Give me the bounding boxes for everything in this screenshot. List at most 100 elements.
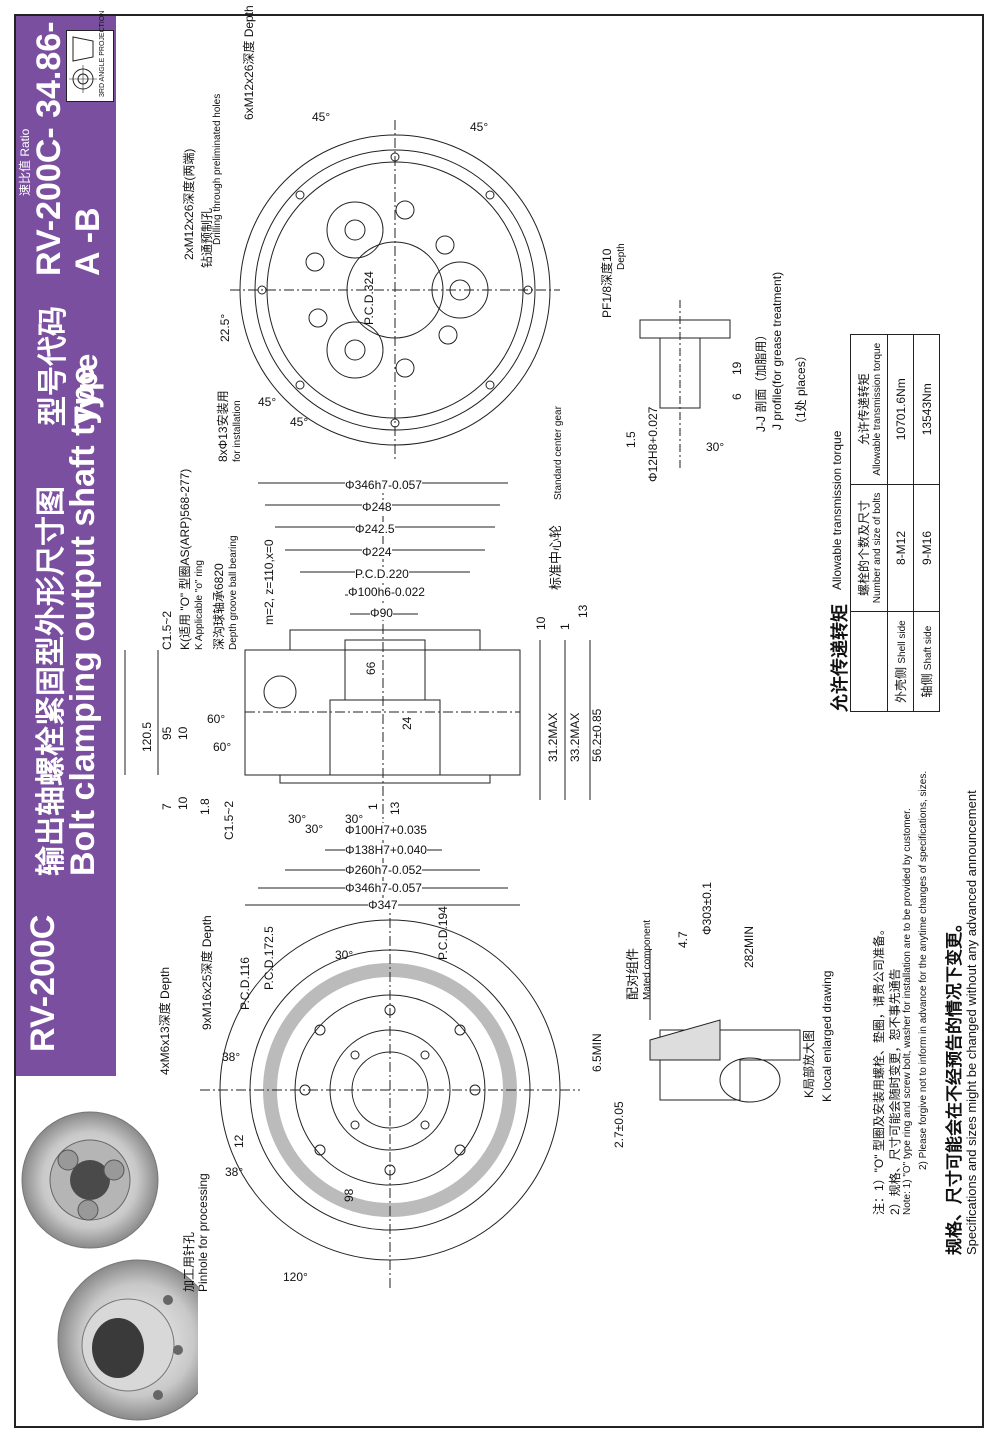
angle-38a: 38° [222,1050,241,1064]
note-1-cn: 注：1）"O" 型圈及安装用螺栓、垫圈，请贵公司准备。 [872,923,886,1215]
dim-30b: 30° [305,822,324,836]
dim-30a: 30° [288,812,307,826]
dim-1205: 120.5 [140,721,154,752]
torque-table-wrapper: 螺栓的个数及尺寸 Number and size of bolts 允许传递转矩… [850,333,940,712]
dim-10c: 10 [176,796,190,810]
dim-7: 7 [160,803,174,810]
angle-45d: 45° [290,415,309,429]
torque-header-torque-cn: 允许传递转矩 [857,373,871,446]
k-enlarged-view [649,950,801,1103]
angle-22: 22.5° [218,313,232,342]
install-en: for installation [232,400,243,462]
angle-45c: 45° [258,395,277,409]
row-side-cn: 轴侧 [920,673,934,698]
angle-38b: 38° [225,1165,244,1179]
pinhole-cn: 加工用针孔 [182,1231,196,1292]
angle-45a: 45° [312,110,331,124]
dim-d224: Φ224 [362,545,392,559]
dim-pcd220: P.C.D.220 [355,567,409,581]
dim-d346b: Φ346h7-0.057 [345,881,422,895]
row-torque: 10701.6Nm [887,334,914,485]
dim-d138: Φ138H7+0.040 [345,843,427,857]
torque-header-torque: 允许传递转矩 Allowable transmission torque [850,334,888,485]
mated-en: Mated component [642,919,653,1000]
label-pcd116: P.C.D.116 [238,957,252,1010]
torque-header-torque-en: Allowable transmission torque [872,342,883,476]
k-d303: Φ303±0.1 [700,882,714,935]
torque-table: 螺栓的个数及尺寸 Number and size of bolts 允许传递转矩… [850,333,940,712]
dim-10a: 10 [176,726,190,740]
row-bolts: 9-M16 [913,484,940,612]
label-holes-cn: 2xM12x26深度(两端) [182,148,196,260]
note-2-cn: 2）规格、尺寸可能会随时变更，恕不事先通告 [888,968,902,1215]
torque-header-bolts-cn: 螺栓的个数及尺寸 [857,499,871,596]
k-title-cn: K局部放大图 [802,1029,816,1098]
label-gear-params: m=2, z=110,x=0 [262,539,276,626]
dim-d260: Φ260h7-0.052 [345,863,422,877]
dim-1b: 1 [366,803,380,810]
jj-6: 6 [730,393,744,400]
angle-30: 30° [335,948,354,962]
pinhole-en: Pinhole for processing [196,1173,210,1292]
product-photo [21,1111,198,1421]
k-title-en: K local enlarged drawing [820,970,834,1102]
jj-pf: PF1/8深度10 [600,248,614,318]
dim-30c: 30° [345,812,364,826]
mated-cn: 配对组件 [625,947,640,1000]
page-frame [14,14,984,1428]
k-65: 6.5MIN [590,1033,604,1072]
row-bolts: 8-M12 [887,484,914,612]
dim-13b: 13 [388,801,402,815]
torque-header-bolts: 螺栓的个数及尺寸 Number and size of bolts [850,484,888,612]
bottom-flange-view [200,900,580,1290]
section-view [124,480,591,906]
table-row: 外壳侧 Shell side 8-M12 10701.6Nm [887,334,914,712]
angle-120: 120° [283,1270,308,1284]
k-47: 4.7 [676,931,690,948]
dim-d90: Φ90 [370,606,393,620]
dim-60b: 60° [213,740,232,754]
k-27: 2.7±0.05 [612,1101,626,1148]
jj-places: （1处 places） [794,349,808,430]
label-holes9: 9xM16x25深度 Depth [200,915,214,1030]
row-torque: 13543Nm [913,334,940,485]
label-k-en: K Applicable "o" ring [194,560,205,650]
projection-symbol: 3RD ANGLE PROJECTION [66,11,114,102]
dim-95: 95 [160,726,174,740]
label-depth: 6xM12x26深度 Depth [242,5,256,120]
note-2-en: 2) Please forgive not to inform in advan… [918,770,929,1170]
dim-d248: Φ248 [362,500,392,514]
dim-d100a: Φ100h6-0.022 [348,585,425,599]
dim-d2425: Φ242.5 [355,522,395,536]
footer-en: Specifications and sizes might be change… [964,790,979,1255]
dim-d346a: Φ346h7-0.057 [345,478,422,492]
label-pcd194: P.C.D.194 [436,906,450,960]
row-side-en: Shell side [897,620,908,664]
label-holes4: 4xM6x13深度 Depth [158,966,172,1075]
dim-332: 33.2MAX [568,712,582,762]
jj-19: 19 [730,361,744,375]
dim-d347: Φ347 [368,898,398,912]
jj-depth: Depth [616,243,627,270]
center-gear-cn: 标准中心轮 [548,524,563,590]
pcd-324: P.C.D.324 [362,271,376,325]
k-282: 282MIN [742,925,756,968]
jj-15: 1.5 [624,431,638,448]
footer-cn: 规格、尺寸可能会在不经预告的情况下变更。 [945,915,964,1255]
label-pcd1725: P.C.D.172.5 [262,926,276,990]
table-row: 轴侧 Shaft side 9-M16 13543Nm [913,334,940,712]
title-banner: RV-200C 输出轴螺栓紧固型外形尺寸图 Bolt clamping outp… [16,16,116,1076]
dim-562: 56.2±0.85 [590,708,604,762]
dim-98: 98 [342,1188,356,1202]
dim-13a: 13 [576,604,590,618]
dim-24: 24 [400,716,414,730]
torque-header-bolts-en: Number and size of bolts [872,492,883,604]
jj-title-cn: J-J 剖面（加脂用） [754,328,768,432]
projection-icon [69,36,97,93]
torque-header-side [850,611,888,712]
note-1-en: Note: 1) "O" type ring and screw bolt, w… [902,808,913,1215]
dim-18: 1.8 [198,798,212,815]
torque-title-en: Allowable transmission torque [830,430,844,590]
dim-1a: 1 [558,623,572,630]
